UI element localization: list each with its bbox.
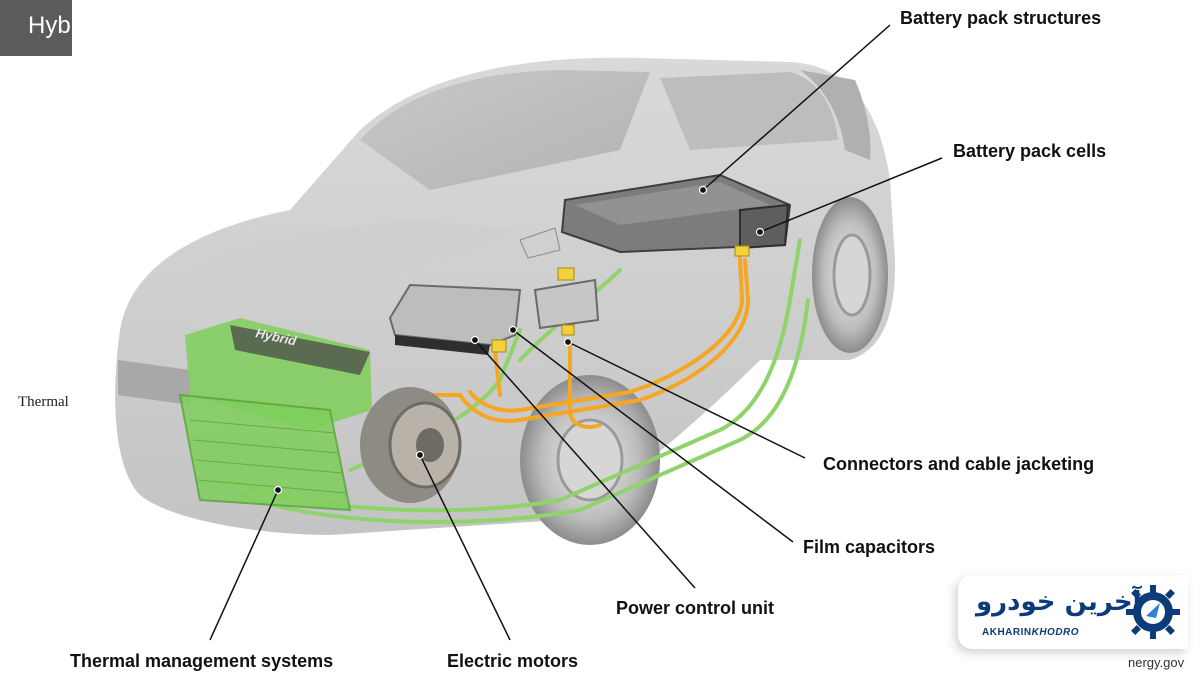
label-battery-pack-cells: Battery pack cells	[953, 141, 1107, 161]
label-power-control-unit: Power control unit	[616, 598, 775, 618]
left-text-fragment: Thermal	[18, 394, 69, 410]
label-battery-pack-structures: Battery pack structures	[900, 8, 1102, 28]
hood	[150, 220, 520, 330]
battery-pack-cell-block	[739, 203, 790, 250]
film-capacitor-box	[533, 278, 600, 330]
label-film-capacitors: Film capacitors	[803, 537, 936, 557]
label-thermal-management-systems: Thermal management systems	[70, 651, 334, 671]
side-window	[660, 72, 838, 150]
headlight	[118, 360, 190, 405]
reservoir	[519, 227, 561, 259]
connector-pcu	[491, 339, 507, 353]
logo-persian-text: آخرین خودرو	[976, 587, 1142, 617]
connector-cap	[561, 324, 575, 336]
label-electric-motors: Electric motors	[447, 651, 579, 671]
car-illustration: Hybrid	[115, 57, 896, 545]
brand-logo-card: آخرین خودرو AKHARINKHODRO	[958, 575, 1188, 649]
windshield	[360, 70, 650, 190]
power-control-unit-box	[388, 283, 522, 347]
title-fragment: Hyb	[28, 12, 71, 39]
radiator	[178, 393, 352, 512]
source-credit-fragment: nergy.gov	[1128, 655, 1185, 670]
label-connectors-cable-jacketing: Connectors and cable jacketing	[823, 454, 1095, 474]
gear-logo-icon	[1126, 585, 1180, 639]
electric-motor-shape	[360, 387, 462, 503]
logo-english-text: AKHARINKHODRO	[982, 627, 1080, 638]
title-tab: Hyb	[0, 0, 72, 56]
